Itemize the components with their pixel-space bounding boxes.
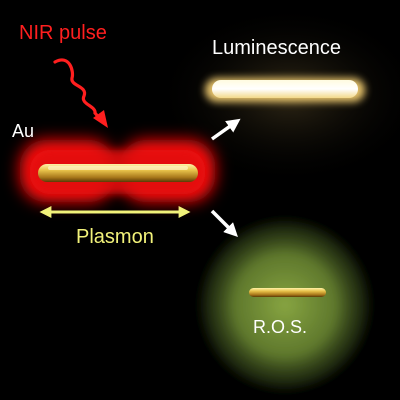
au-label: Au (12, 121, 35, 141)
luminescent-rod (212, 80, 358, 98)
ros-nanorod (249, 288, 326, 297)
nir-arrow-head (93, 110, 108, 128)
nir-pulse-label: NIR pulse (19, 22, 107, 44)
au-nanorod-highlight (48, 166, 188, 170)
arrow-to-luminescence (210, 118, 241, 141)
luminescence-label: Luminescence (212, 37, 341, 59)
ros-label: R.O.S. (253, 317, 308, 337)
plasmon-label: Plasmon (76, 226, 154, 248)
ros-glow (193, 213, 377, 397)
nir-wave-arrow (53, 58, 103, 122)
arrow-to-ros (210, 209, 238, 237)
